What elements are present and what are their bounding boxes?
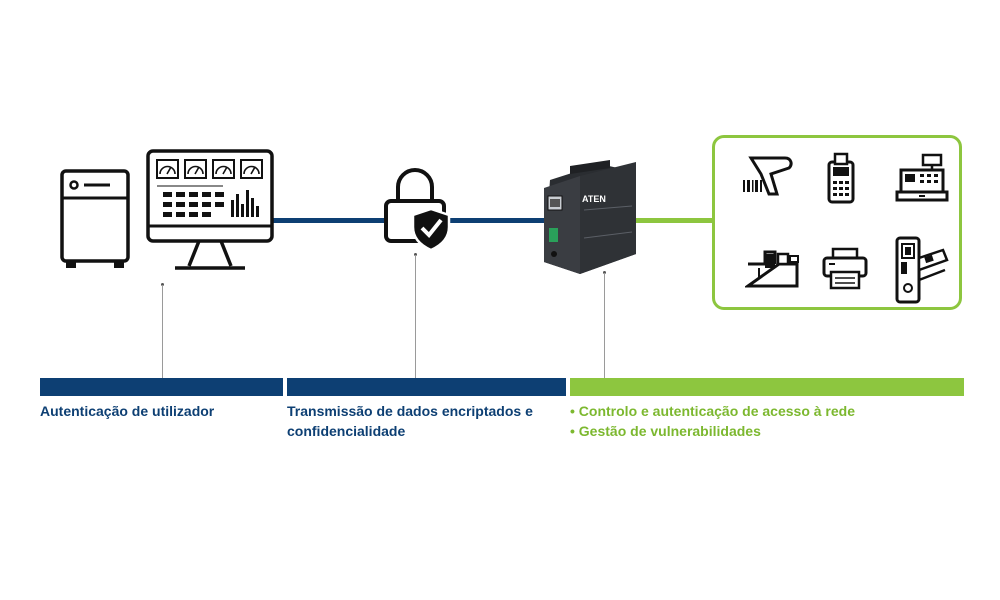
card-payment-terminal-icon bbox=[827, 152, 855, 204]
leader-line-left bbox=[162, 285, 163, 378]
link-green-line bbox=[630, 218, 714, 223]
caption-right-list: Controlo e autenticação de acesso à rede… bbox=[570, 401, 964, 441]
segment-bar-authentication bbox=[40, 378, 283, 396]
caption-right-item: Controlo e autenticação de acesso à rede bbox=[570, 401, 964, 421]
leader-dot-right bbox=[603, 271, 606, 274]
caption-user-authentication: Autenticação de utilizador bbox=[40, 401, 280, 421]
caption-encrypted-transmission: Transmissão de dados encriptados e confi… bbox=[287, 401, 567, 441]
caption-access-control: Controlo e autenticação de acesso à rede… bbox=[570, 401, 964, 441]
padlock-shield-icon bbox=[384, 168, 451, 251]
barcode-scanner-icon bbox=[743, 156, 793, 196]
caption-middle-line2: confidencialidade bbox=[287, 423, 406, 439]
cash-register-icon bbox=[895, 153, 949, 202]
fingerprint-reader-icon bbox=[745, 250, 799, 288]
leader-line-right bbox=[604, 273, 605, 378]
leader-dot-middle bbox=[414, 253, 417, 256]
caption-right-item: Gestão de vulnerabilidades bbox=[570, 421, 964, 441]
gateway-brand-label: ATEN bbox=[582, 194, 606, 204]
devices-group-box bbox=[712, 135, 962, 310]
leader-line-middle bbox=[415, 255, 416, 378]
caption-middle-line1: Transmissão de dados encriptados e bbox=[287, 403, 533, 419]
monitoring-monitor-icon bbox=[146, 149, 274, 270]
server-tower-icon bbox=[60, 169, 130, 268]
segment-bar-transmission bbox=[287, 378, 566, 396]
printer-icon bbox=[822, 247, 868, 290]
access-control-panel-icon bbox=[895, 236, 949, 304]
segment-bar-access-control bbox=[570, 378, 964, 396]
leader-dot-left bbox=[161, 283, 164, 286]
caption-left-text: Autenticação de utilizador bbox=[40, 403, 215, 419]
aten-gateway-device: ATEN bbox=[544, 160, 636, 274]
